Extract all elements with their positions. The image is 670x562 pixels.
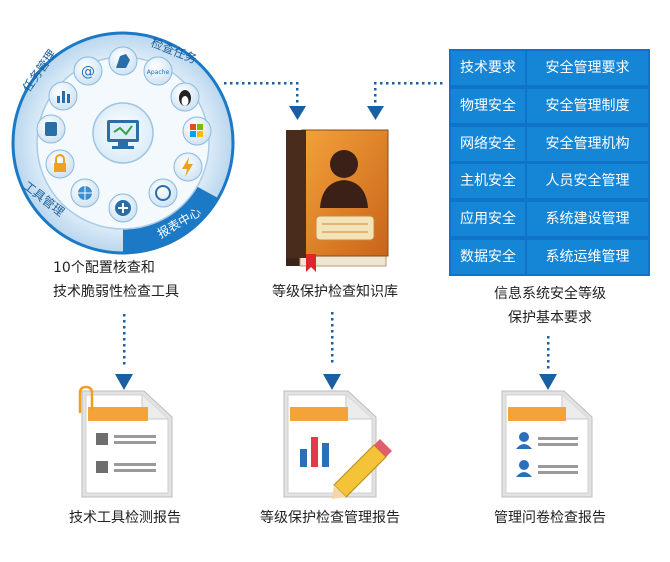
globe-icon [70,178,100,208]
wheel-icons: @ Apache [36,46,212,223]
lock-icon [45,149,75,179]
requirements-table [449,49,650,276]
email-icon: @ [73,56,103,86]
req-right-cell: 系统运维管理 [527,240,648,274]
caption-tools-line1: 10个配置核查和 [53,260,155,276]
req-left-cell: 物理安全 [451,89,525,123]
req-left-cell: 网络安全 [451,127,525,161]
grade-report-doc [283,390,392,499]
knowledge-book [286,129,389,272]
connector-req-to-report [539,336,557,390]
monitor-icon [107,120,139,149]
network-icon [148,178,178,208]
req-right-cell: 人员安全管理 [527,164,648,198]
person-icon-1 [516,432,532,449]
bookmark-icon [306,254,316,272]
tech-report-doc [78,385,173,498]
connector-tools-to-report [115,314,133,390]
caption-req-line1: 信息系统安全等级 [494,286,606,302]
req-right-cell: 安全管理要求 [527,51,648,85]
req-right-cell: 系统建设管理 [527,202,648,236]
svg-text:Apache: Apache [147,69,170,76]
bar-chart-icon [300,437,329,467]
web-icon: Apache [143,56,173,86]
tool-wheel: @ Apache [11,31,235,255]
person-icon-2 [516,460,532,477]
req-right-cell: 安全管理制度 [527,89,648,123]
caption-report-tech: 技术工具检测报告 [69,510,181,526]
wheel-bottom-arc [123,186,218,253]
person-silhouette-icon [320,150,368,208]
caption-req-line2: 保护基本要求 [508,310,592,326]
caption-book: 等级保护检查知识库 [272,284,398,300]
caption-report-mgmt: 管理问卷检查报告 [494,510,606,526]
paperclip-icon [78,385,94,413]
lightning-icon [173,152,203,182]
svg-text:@: @ [81,64,95,80]
req-left-cell: 技术要求 [451,51,525,85]
chart-icon [48,81,78,111]
caption-tools-line2: 技术脆弱性检查工具 [53,284,179,300]
req-left-cell: 应用安全 [451,202,525,236]
windows-icon [182,116,212,146]
connector-book-to-report [323,312,341,390]
req-right-cell: 安全管理机构 [527,127,648,161]
database-icon [36,114,66,144]
req-left-cell: 数据安全 [451,240,525,274]
pencil-icon [332,439,392,499]
mgmt-report-doc [501,390,593,498]
connector-wheel-to-book [224,82,306,120]
req-left-cell: 主机安全 [451,164,525,198]
connector-table-to-book [367,82,443,120]
linux-icon [170,82,200,112]
horse-icon [108,46,138,76]
shield-icon [108,193,138,223]
caption-report-grade: 等级保护检查管理报告 [260,510,400,526]
